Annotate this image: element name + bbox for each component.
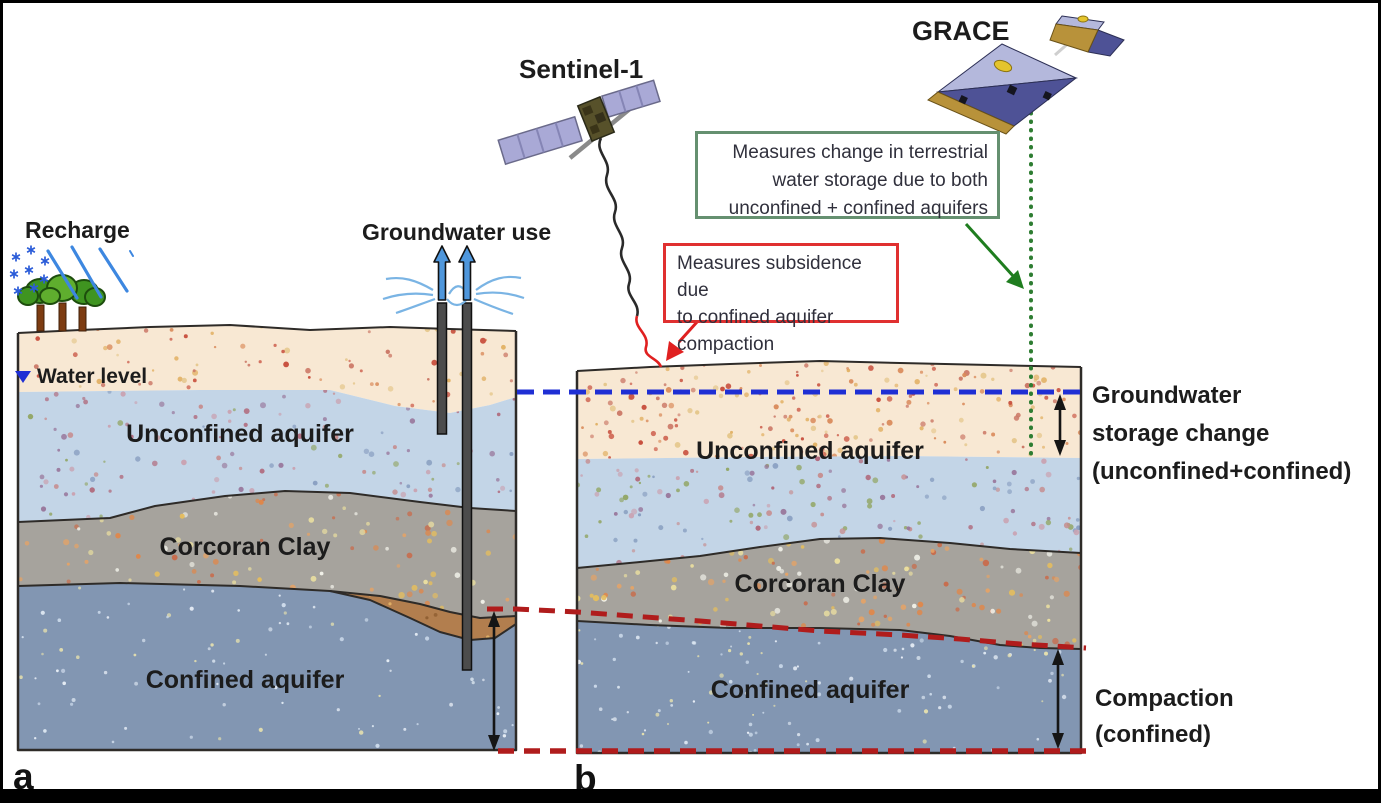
unconfined-aquifer-label-a: Unconfined aquifer	[126, 420, 354, 448]
storage-change-arrow	[1054, 394, 1066, 456]
wells	[436, 302, 473, 671]
grace-sat-small	[1049, 15, 1125, 57]
tree-canopy	[39, 287, 61, 305]
compaction-annotation: Compaction (confined)	[1095, 685, 1234, 748]
snowflake-icons	[9, 245, 50, 296]
confined-aquifer-label-b: Confined aquifer	[710, 676, 910, 704]
water-level-marker-icon	[15, 371, 31, 383]
panel-b-letter: b	[574, 758, 597, 799]
radar-signal-squiggle-red	[635, 315, 663, 368]
panel-b-layers	[577, 361, 1081, 753]
water-level-label: Water level	[37, 365, 148, 388]
grace-callout-line: water storage due to both	[772, 170, 988, 191]
tree-canopy	[17, 286, 39, 306]
unconfined-aquifer-a	[18, 390, 516, 522]
grace-satellites-icon	[927, 15, 1125, 135]
grace-sat-large	[927, 43, 1078, 135]
rain-icon	[46, 245, 134, 300]
panel-a-layers	[18, 325, 516, 750]
compaction-arrow-a	[488, 611, 500, 751]
corcoran-clay-label-a: Corcoran Clay	[159, 533, 331, 561]
vadose-zone-b	[577, 361, 1081, 459]
sentinel-callout-line: Measures subsidence due	[677, 253, 862, 301]
sentinel-callout-line: compaction	[677, 334, 775, 355]
corcoran-clay-label-b: Corcoran Clay	[734, 570, 906, 598]
confined-aquifer-label-a: Confined aquifer	[145, 666, 345, 694]
clay-top-b	[576, 537, 1082, 569]
tree-trunk	[58, 302, 67, 332]
panel-a-border	[16, 331, 518, 752]
clay-top-a	[17, 490, 517, 523]
sentinel-1-icon	[497, 79, 661, 166]
tree-trunk	[36, 304, 45, 332]
recharge-label: Recharge	[25, 217, 130, 243]
grace-callout-box: Measures change in terrestrial water sto…	[695, 131, 1000, 219]
radar-signal-squiggle	[598, 137, 639, 317]
well-deep	[461, 302, 473, 671]
grace-callout-line: unconfined + confined aquifers	[728, 198, 988, 219]
sentinel-callout-box: Measures subsidence due to confined aqui…	[663, 243, 899, 355]
ground-surface-b	[576, 360, 1082, 372]
sentinel-1-label: Sentinel-1	[519, 54, 644, 84]
unconfined-aquifer-b	[577, 456, 1081, 568]
solar-panel	[600, 79, 661, 119]
well-shallow	[436, 302, 448, 435]
confined-aquifer-b	[577, 621, 1081, 753]
pump-arrows-icon	[433, 245, 476, 301]
panel-a-letter: a	[13, 756, 34, 797]
compaction-arrow-b	[1052, 649, 1064, 749]
grace-callout-arrow	[964, 222, 1024, 289]
storage-change-annotation: Groundwater storage change (unconfined+c…	[1092, 382, 1352, 485]
unconfined-aquifer-label-b: Unconfined aquifer	[696, 437, 924, 465]
confined-aquifer-a	[18, 583, 516, 750]
groundwater-use-label: Groundwater use	[362, 219, 552, 245]
clay-bottom-b	[576, 620, 1082, 650]
panel-b-border	[575, 367, 1083, 755]
bottom-border-bar	[0, 789, 1381, 803]
grace-label: GRACE	[912, 16, 1010, 46]
grace-callout-line: Measures change in terrestrial	[732, 142, 988, 163]
tree-trunk	[78, 306, 87, 332]
water-spray-icon	[382, 275, 525, 316]
sentinel-callout-line: to confined aquifer	[677, 307, 834, 328]
corcoran-clay-a	[18, 491, 516, 618]
sentinel-callout-arrow	[666, 320, 699, 361]
